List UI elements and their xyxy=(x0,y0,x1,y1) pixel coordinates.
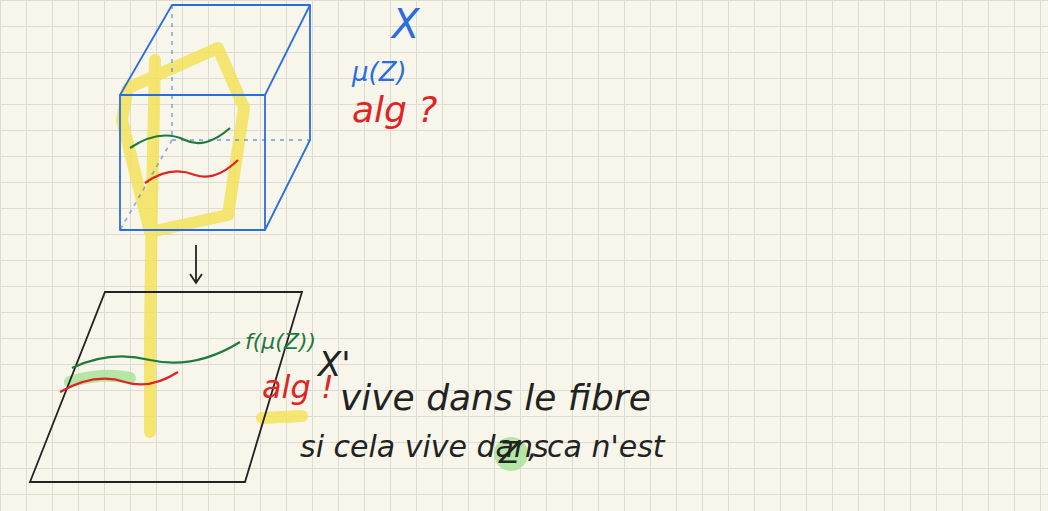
question-note: alg ? xyxy=(352,90,437,130)
base-plane xyxy=(30,292,302,482)
handwritten-note: vive dans le fibre xyxy=(340,378,651,418)
red-curve xyxy=(145,160,238,183)
formula-note: f(μ(Z)) xyxy=(245,330,316,354)
red-curve xyxy=(60,372,178,392)
cube xyxy=(120,5,310,230)
formula-note: μ(Z) xyxy=(352,58,407,87)
projection-arrow xyxy=(190,245,202,283)
highlighted-letter: Z xyxy=(499,436,520,469)
green-curve xyxy=(72,342,240,368)
space-name: X xyxy=(392,2,419,46)
handwritten-note: , ca n'est xyxy=(528,430,665,463)
green-curve xyxy=(130,128,230,148)
